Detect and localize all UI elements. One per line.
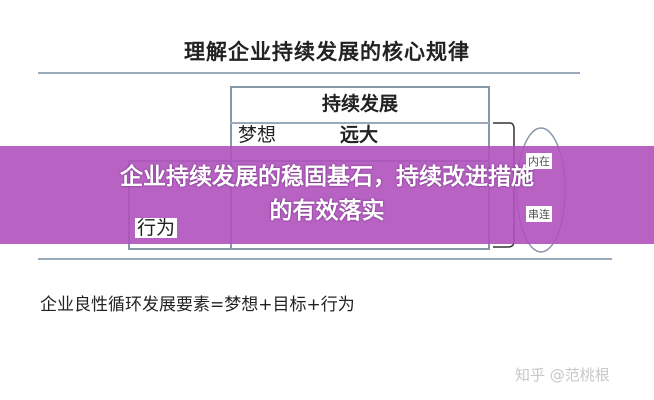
banner-line-1: 企业持续发展的稳固基石，持续改进措施: [120, 164, 534, 190]
header-divider: [230, 122, 490, 124]
ellipse-text-bottom: 串连: [526, 206, 552, 222]
divider-bottom: [38, 258, 612, 260]
row-value-dream: 远大: [340, 124, 379, 146]
ellipse-text-top: 内在: [526, 153, 552, 169]
title-banner: 企业持续发展的稳固基石，持续改进措施 的有效落实: [0, 146, 654, 244]
row-label-behavior: 行为: [135, 217, 178, 239]
footer-formula: 企业良性循环发展要素=梦想+目标+行为: [40, 295, 355, 315]
table-header: 持续发展: [321, 93, 398, 115]
slide-title: 理解企业持续发展的核心规律: [184, 39, 470, 64]
watermark: 知乎 @范桃根: [515, 366, 610, 384]
divider-top: [38, 72, 580, 74]
row-label-dream: 梦想: [238, 124, 277, 146]
banner-line-2: 的有效落实: [269, 198, 385, 224]
